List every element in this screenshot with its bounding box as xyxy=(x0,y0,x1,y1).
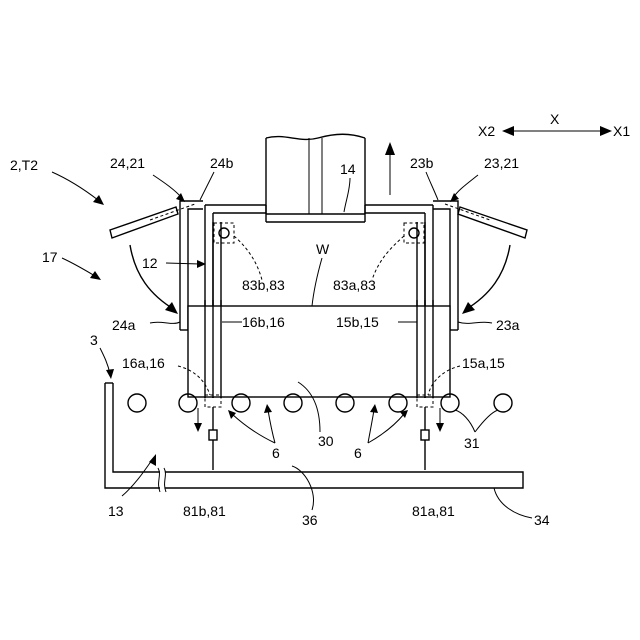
label-24a: 24a xyxy=(112,317,136,333)
label-81b: 81b,81 xyxy=(183,503,226,519)
flap-left xyxy=(110,204,195,238)
label-24-21: 24,21 xyxy=(110,155,145,171)
label-6-left: 6 xyxy=(272,445,280,461)
pivot-83b xyxy=(214,223,234,243)
arrow-down-icon xyxy=(436,423,444,432)
arrow-up-icon xyxy=(385,142,395,155)
workpiece-w xyxy=(188,306,450,397)
pusher-81b xyxy=(209,407,217,470)
label-23-21: 23,21 xyxy=(484,155,519,171)
arrow-right-icon xyxy=(600,126,612,136)
label-34: 34 xyxy=(534,512,550,528)
label-15b: 15b,15 xyxy=(336,314,379,330)
label-w: W xyxy=(316,241,330,257)
label-83a: 83a,83 xyxy=(333,277,376,293)
label-2t2: 2,T2 xyxy=(10,157,38,173)
label-30: 30 xyxy=(318,433,334,449)
arrow-left-icon xyxy=(502,126,514,136)
label-12: 12 xyxy=(142,255,158,271)
up-arrow xyxy=(385,142,395,195)
label-3: 3 xyxy=(90,332,98,348)
label-14: 14 xyxy=(340,161,356,177)
label-axis-x2: X2 xyxy=(478,123,495,139)
label-15a: 15a,15 xyxy=(462,355,505,371)
pusher-81a xyxy=(421,407,429,470)
label-6-right: 6 xyxy=(354,445,362,461)
label-23a: 23a xyxy=(496,317,520,333)
direction-indicator xyxy=(502,126,612,136)
swing-arrow-icon xyxy=(462,302,475,314)
pivot-83a xyxy=(404,223,424,243)
arrow-down-icon xyxy=(194,423,202,432)
label-36: 36 xyxy=(302,512,318,528)
label-83b: 83b,83 xyxy=(242,277,285,293)
label-16a: 16a,16 xyxy=(122,355,165,371)
label-13: 13 xyxy=(108,503,124,519)
label-17: 17 xyxy=(42,249,58,265)
label-24b: 24b xyxy=(210,155,234,171)
label-81a: 81a,81 xyxy=(412,503,455,519)
swing-arrow-icon xyxy=(165,302,178,314)
label-31: 31 xyxy=(464,435,480,451)
label-16b: 16b,16 xyxy=(242,314,285,330)
label-axis-x1: X1 xyxy=(613,123,630,139)
label-axis-x: X xyxy=(550,111,560,127)
label-23b: 23b xyxy=(410,155,434,171)
